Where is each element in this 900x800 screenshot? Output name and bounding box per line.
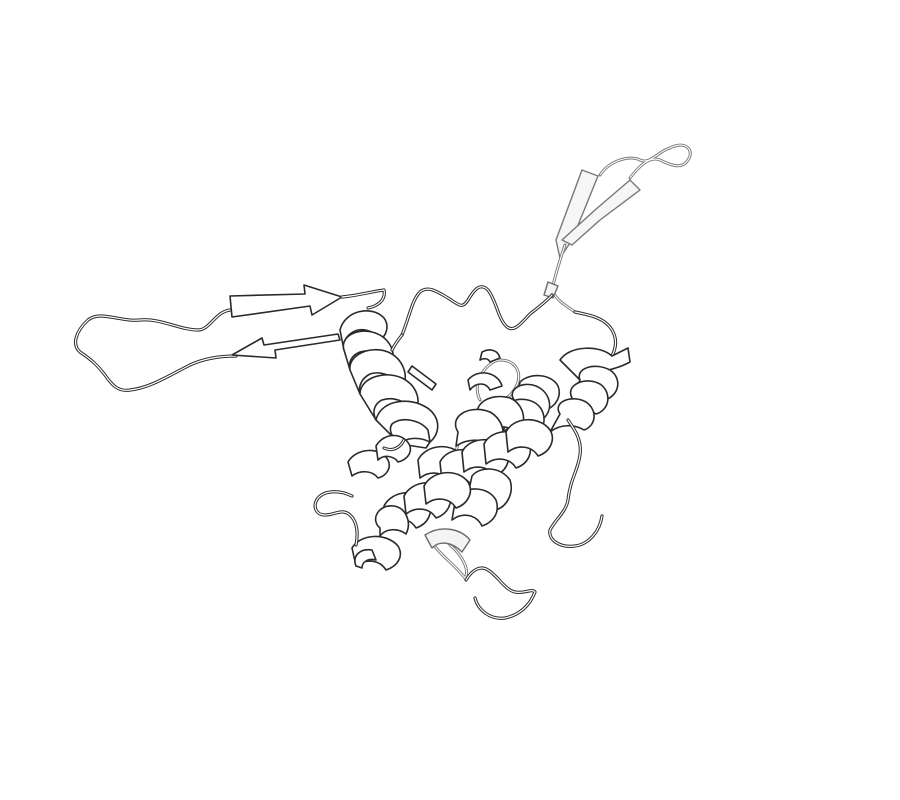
top-strand-2	[561, 179, 641, 246]
helix-5	[351, 471, 472, 571]
helix-3-back-turn	[467, 372, 503, 391]
helix-6	[347, 434, 412, 479]
left-strand-upper	[229, 284, 343, 318]
helix-1	[339, 310, 439, 449]
left-strand-lower	[231, 333, 341, 359]
coil-right-lower	[548, 418, 604, 548]
hairpin-stem	[550, 243, 577, 314]
top-right-beta-hairpin	[543, 143, 692, 314]
helix-3	[454, 349, 561, 449]
helix-2	[549, 347, 631, 433]
hairpin-stem-segment	[543, 281, 559, 299]
back-helix-lower	[424, 528, 471, 553]
helix-1-cylinder-mark	[407, 365, 437, 391]
helix-5-end	[354, 548, 377, 569]
helix-3-back-turn-2	[479, 349, 501, 363]
coils	[313, 333, 604, 620]
hairpin-tip-loop	[598, 143, 692, 180]
coil-bottom	[464, 566, 537, 620]
top-loop	[400, 285, 618, 358]
coil-left-lower	[313, 490, 359, 547]
left-beta-hairpin	[73, 284, 386, 392]
left-strand-connector	[340, 288, 386, 310]
